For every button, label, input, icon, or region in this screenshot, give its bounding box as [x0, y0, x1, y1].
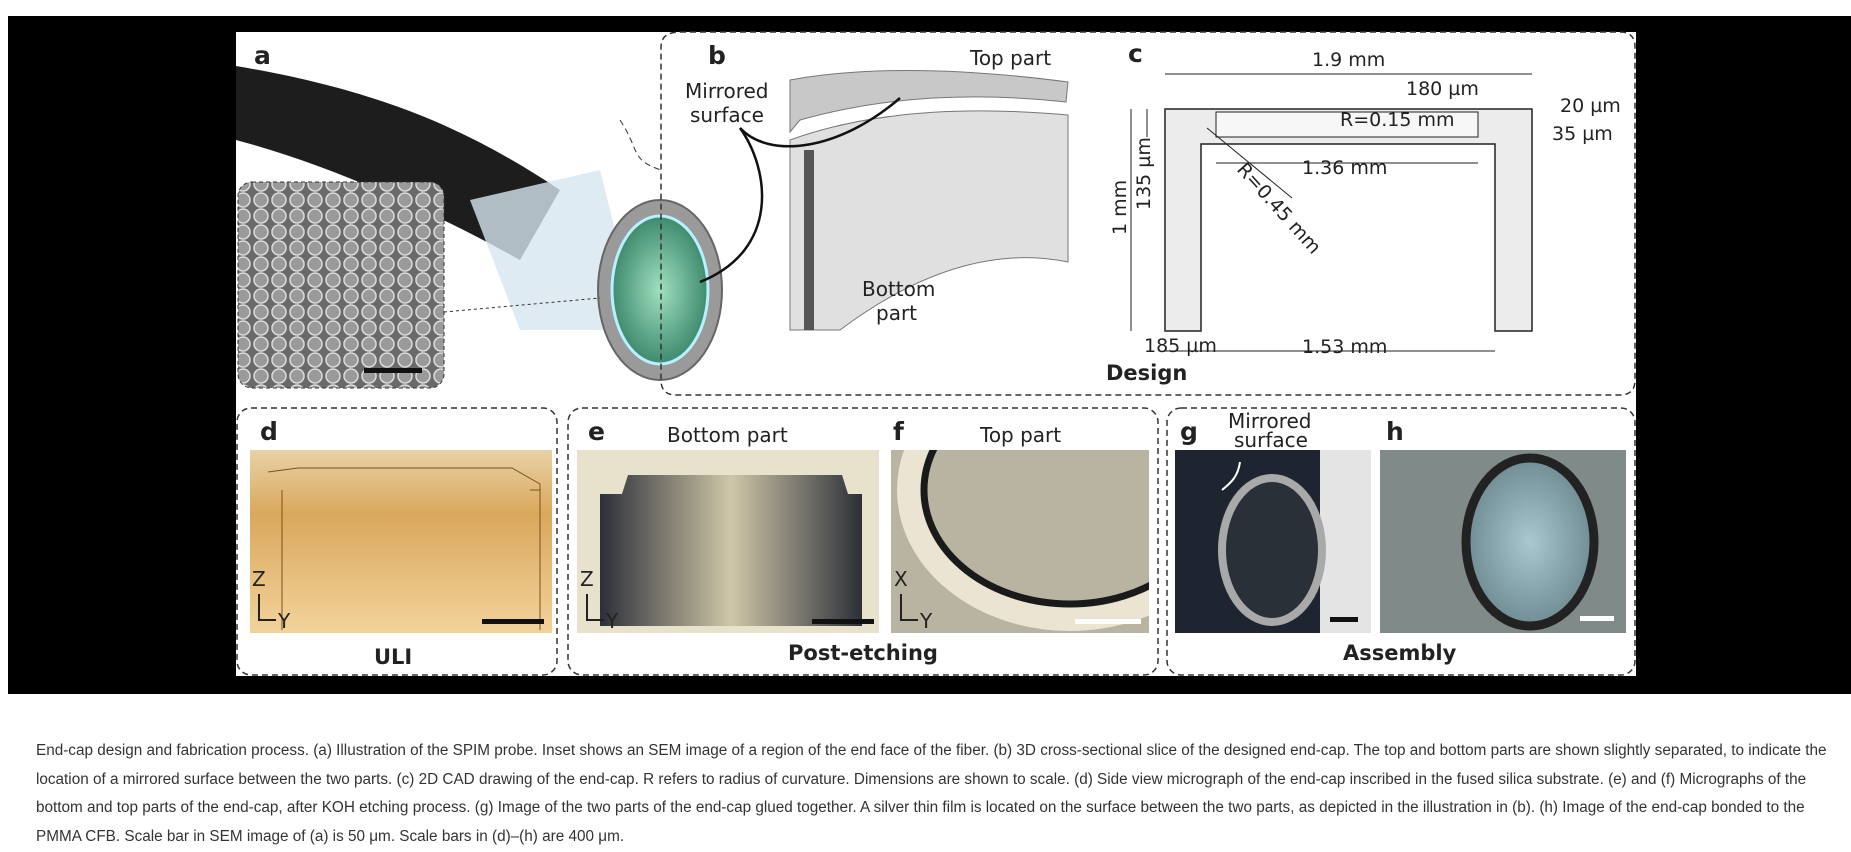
post-etching-box [567, 407, 1159, 676]
group-label-design: Design [1106, 361, 1187, 385]
group-label-post-etching: Post-etching [788, 641, 938, 665]
panel-g: g Mirrored surface Assembly [1175, 409, 1457, 665]
panel-label-c: c [1128, 39, 1143, 68]
panel-label-d: d [260, 417, 278, 446]
top-part-ring-edge [920, 450, 1149, 608]
figure: a b Top part Mirrored surface Bottom par… [8, 16, 1851, 694]
dim-line-r045 [1206, 127, 1293, 199]
cad-mirror-band [1215, 111, 1479, 138]
axis-x: X [894, 567, 908, 591]
top-part-shape [789, 69, 1069, 134]
panel-label-a: a [254, 41, 271, 70]
dim-153: 1.53 mm [1302, 336, 1387, 358]
mirror-arrow-top [739, 97, 901, 148]
bottom-part-wall [804, 150, 814, 330]
dim-width-total: 1.9 mm [1312, 49, 1385, 71]
scale-bar [1075, 619, 1141, 624]
end-cap-outline-d [267, 467, 541, 630]
micrograph-g-light [1320, 450, 1371, 633]
axes-arrow-icon [258, 594, 276, 621]
scale-bar [482, 619, 544, 624]
panel-label-b: b [708, 41, 726, 70]
figure-canvas: a b Top part Mirrored surface Bottom par… [236, 31, 1636, 676]
mirrored-surface-label: Mirrored [685, 79, 769, 103]
panel-g-mirrored-label: Mirrored [1228, 409, 1312, 433]
axes-arrow-icon [900, 594, 918, 621]
uli-box [236, 407, 558, 676]
panel-label-g: g [1180, 417, 1198, 446]
panel-label-h: h [1386, 417, 1404, 446]
assembly-box [1166, 407, 1636, 676]
panel-f: f Top part X Y [891, 417, 1149, 633]
bottom-part-label-2: part [876, 301, 917, 325]
dim-35um: 35 µm [1552, 123, 1613, 145]
panel-g-surface-label: surface [1234, 428, 1308, 452]
dim-135um: 135 µm [1133, 137, 1155, 210]
scale-bar [1330, 617, 1358, 622]
top-part-label: Top part [969, 46, 1051, 70]
end-face-icon [610, 214, 710, 366]
sem-inset [237, 181, 445, 389]
inset-pointer [443, 297, 601, 313]
panel-b: b Top part Mirrored surface Bottom part [685, 41, 1069, 331]
dim-185um: 185 µm [1144, 335, 1217, 357]
scale-bar [1580, 616, 1614, 621]
axis-y: Y [277, 609, 291, 633]
axis-z: Z [580, 567, 594, 591]
panel-d: d Z Y ULI [250, 417, 552, 669]
dim-136: 1.36 mm [1302, 157, 1387, 179]
mirror-arrow [1221, 461, 1241, 491]
assembly-ring [1218, 474, 1326, 626]
axes-arrow-icon [586, 594, 604, 621]
panel-label-f: f [893, 417, 905, 446]
design-box [660, 31, 1636, 396]
mirrored-surface-label-2: surface [690, 103, 764, 127]
top-part-ring [897, 450, 1149, 631]
axis-y: Y [605, 609, 619, 633]
bottom-part-label: Bottom [862, 277, 935, 301]
dim-height-1mm: 1 mm [1109, 180, 1131, 235]
scale-bar [364, 368, 422, 373]
micrograph-d [250, 450, 552, 633]
panel-label-e: e [588, 417, 605, 446]
panel-e: e Bottom part Z Y Post-etching [577, 417, 938, 665]
axis-y: Y [919, 609, 933, 633]
panel-e-title: Bottom part [667, 423, 788, 447]
group-label-uli: ULI [374, 645, 412, 669]
group-label-assembly: Assembly [1343, 641, 1457, 665]
panel-f-title: Top part [979, 423, 1061, 447]
mirror-arrow-a [699, 127, 764, 284]
panel-h: h [1380, 417, 1626, 633]
axis-z: Z [252, 567, 266, 591]
figure-caption: End-cap design and fabrication process. … [36, 742, 1827, 846]
bonded-end-cap [1461, 453, 1599, 631]
micrograph-e [600, 475, 862, 626]
panel-a: a [236, 41, 723, 389]
dim-180um: 180 µm [1406, 78, 1479, 100]
dim-20um: 20 µm [1560, 95, 1621, 117]
panel-c [1130, 73, 1533, 352]
scale-bar [812, 619, 874, 624]
dim-r015: R=0.15 mm [1340, 109, 1454, 131]
cad-end-cap-outline [1164, 108, 1533, 332]
